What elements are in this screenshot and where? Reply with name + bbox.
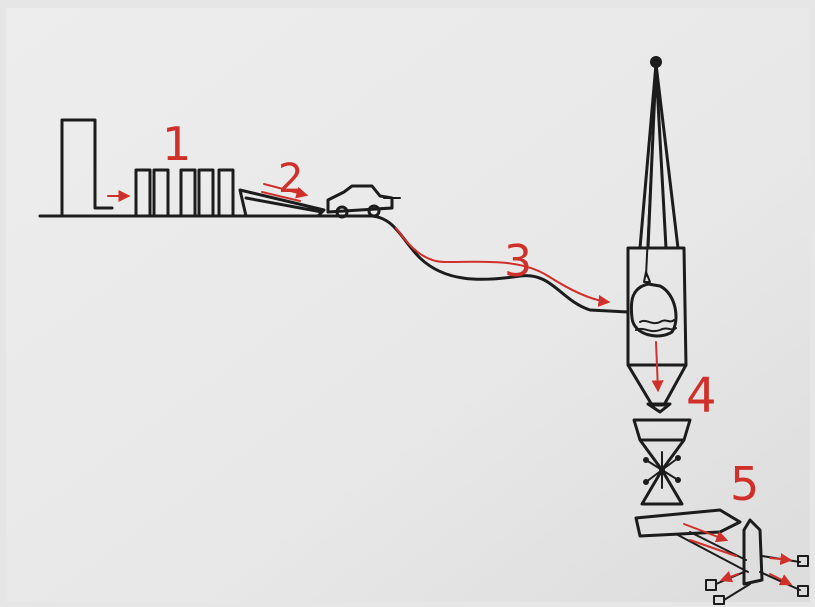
distribution-hub <box>705 518 809 605</box>
hanging-bucket <box>629 271 678 338</box>
step-label-3: 3 <box>504 236 532 287</box>
arrow-transport-route <box>395 227 611 307</box>
hopper-body <box>626 246 688 414</box>
transport-truck <box>326 184 401 219</box>
step-label-5: 5 <box>730 457 759 511</box>
arrow-conveyor-1 <box>683 523 729 543</box>
step-label-1: 1 <box>162 117 191 171</box>
loading-ramp <box>238 188 326 218</box>
arrow-ramp-1 <box>263 183 309 199</box>
storage-piles <box>134 168 235 218</box>
arrow-ramp-2 <box>261 191 301 202</box>
step-label-2: 2 <box>278 156 303 202</box>
arrow-conveyor-2 <box>689 539 737 557</box>
mine-building <box>60 118 114 216</box>
arrow-bucket-to-outlet <box>651 341 664 393</box>
step-label-4: 4 <box>686 368 717 424</box>
crusher <box>632 418 692 506</box>
